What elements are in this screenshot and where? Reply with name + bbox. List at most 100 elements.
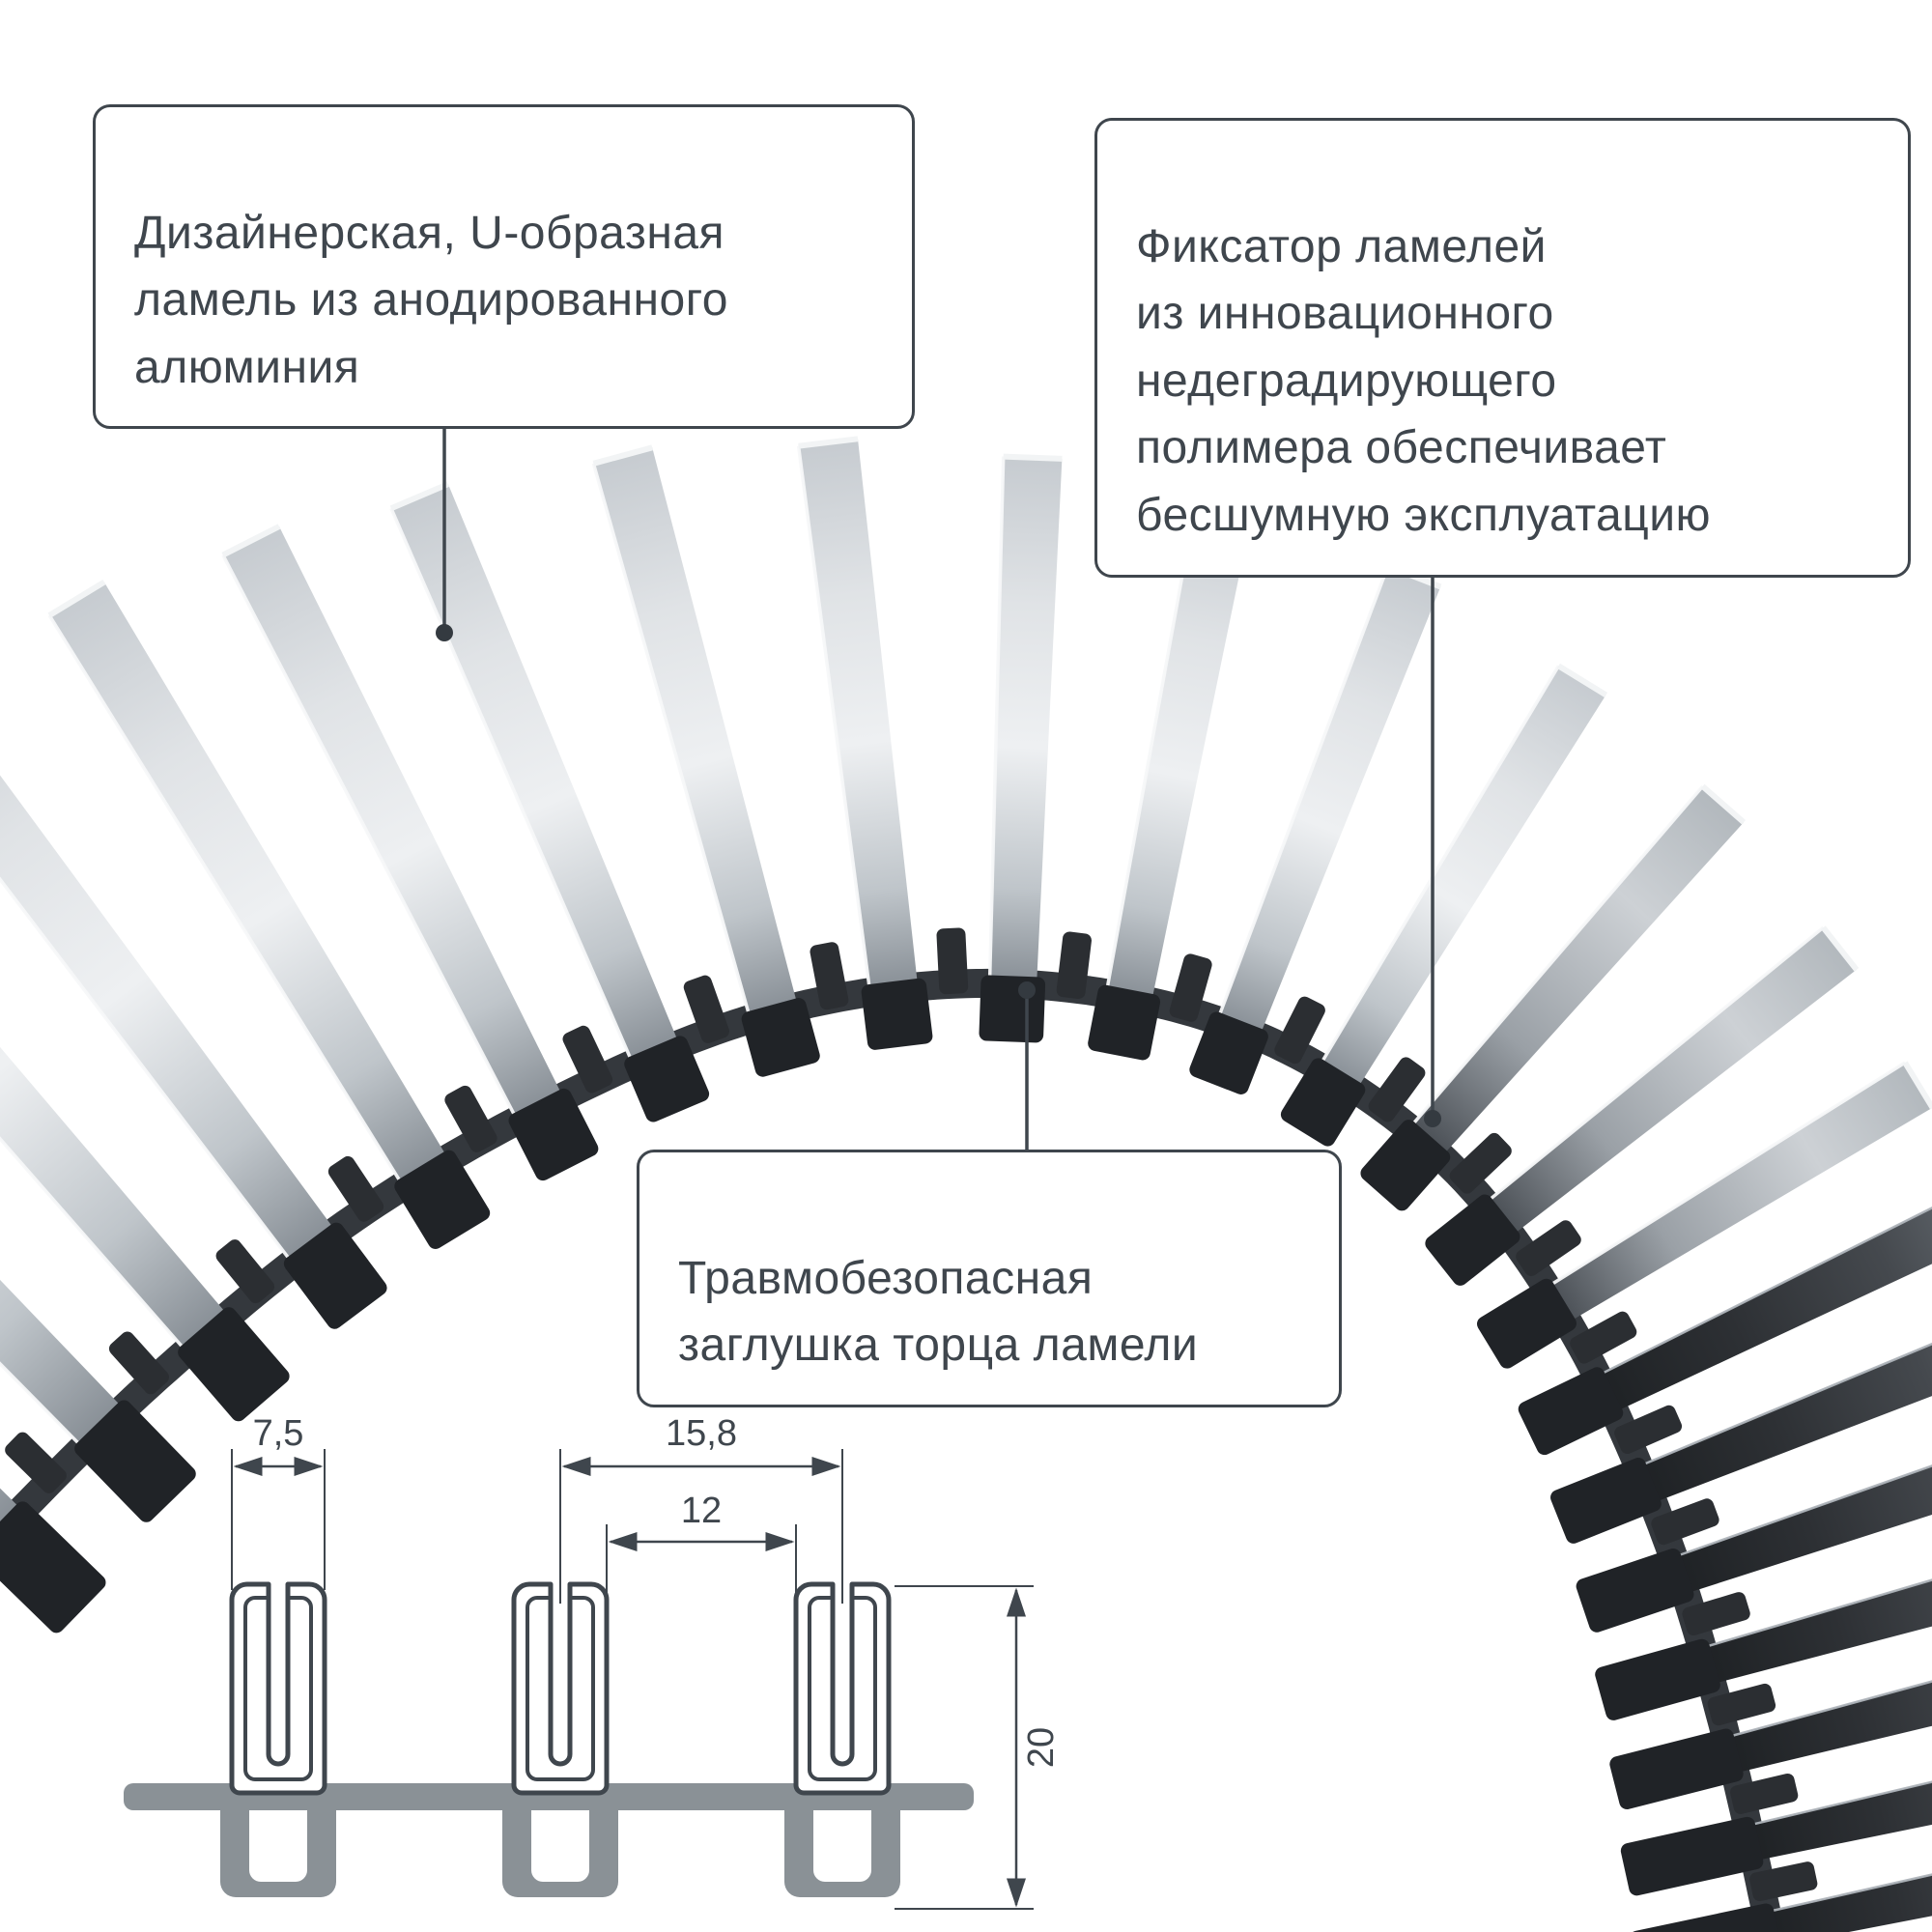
lamella-edge-highlight (1766, 1873, 1932, 1914)
dimension-height-label: 20 (1021, 1727, 1062, 1768)
lamella (1673, 1465, 1932, 1594)
callout-fixator-text: Фиксатор ламелей из инновационного недег… (1136, 220, 1712, 541)
lamella (0, 1279, 124, 1448)
dimension-width-label: 7,5 (253, 1413, 304, 1454)
lamella-top-edge (1700, 783, 1747, 825)
fixator-clip (1730, 1773, 1799, 1814)
fixator-clip (108, 1331, 169, 1395)
leader-dot-lamella (436, 624, 453, 641)
dimension-gap: 12 (606, 1491, 797, 1594)
callout-endcap: Травмобезопасная заглушка торца ламели (637, 1150, 1342, 1407)
dimension-annotations: 7,5 15,8 12 20 (231, 1413, 1062, 1910)
lamella-edge-highlight (1725, 1680, 1932, 1739)
lamella-end-cap (1576, 1548, 1694, 1633)
leader-dot-fixator (1424, 1110, 1441, 1127)
lamella-top-edge (1902, 1061, 1932, 1110)
grille-illustration (0, 436, 1932, 1932)
lamella-edge-highlight (1597, 1206, 1932, 1378)
lamella (1766, 1874, 1932, 1932)
fixator-clip (1651, 1498, 1719, 1546)
fixator-clip (1169, 953, 1212, 1022)
lamella-edge-highlight (389, 507, 635, 1065)
lamella (1217, 566, 1441, 1037)
fixator-clip (1274, 996, 1325, 1065)
lamella-end-cap (1280, 1058, 1366, 1147)
lamella (0, 775, 336, 1264)
lamella (1106, 496, 1254, 1002)
fixator-clip (5, 1432, 67, 1493)
fixator-clip (1614, 1405, 1683, 1455)
fixator-clip (562, 1025, 613, 1094)
dimension-height: 20 (895, 1585, 1062, 1910)
lamella (1702, 1579, 1932, 1685)
dimension-width: 7,5 (231, 1413, 326, 1590)
fixator-clip (1056, 931, 1092, 1000)
section-socket (502, 1793, 618, 1897)
lamella-end-cap (1425, 1194, 1520, 1286)
lamella (989, 456, 1063, 985)
section-socket (784, 1793, 900, 1897)
callout-lamella: Дизайнерская, U-образная ламель из аноди… (93, 104, 915, 430)
lamella-edge-highlight (1747, 1780, 1932, 1828)
section-lamella-profile (511, 1581, 610, 1796)
fixator-clip (810, 942, 849, 1010)
callout-endcap-text: Травмобезопасная заглушка торца ламели (678, 1252, 1199, 1372)
fixator-clip (1707, 1683, 1776, 1726)
lamella-edge-highlight (1484, 925, 1825, 1205)
fixator-clip (1570, 1311, 1637, 1364)
lamella-end-cap (283, 1222, 387, 1329)
lamella-edge-highlight (1407, 784, 1704, 1129)
fixator-clip (215, 1239, 275, 1304)
lamella (1547, 1063, 1932, 1322)
fixator-clip (327, 1155, 384, 1222)
lamella-edge-highlight (0, 1136, 188, 1353)
lamella-top-edge (1556, 663, 1608, 697)
lamella-top-edge (1821, 925, 1860, 972)
lamella-end-cap (624, 1036, 710, 1122)
fixator-clip (444, 1085, 497, 1152)
lamella (1485, 927, 1857, 1236)
lamella-end-cap (741, 998, 820, 1077)
lamella (1726, 1681, 1932, 1774)
lamella-top-edge (592, 444, 653, 467)
dimension-gap-label: 12 (681, 1491, 722, 1531)
lamella-end-cap (1609, 1728, 1744, 1810)
lamella-end-cap (1518, 1367, 1624, 1456)
callout-fixator: Фиксатор ламелей из инновационного недег… (1094, 118, 1911, 578)
lamella (1638, 1344, 1932, 1503)
lamella-end-cap (0, 1501, 106, 1634)
lamella-edge-highlight (1701, 1578, 1932, 1649)
lamella-edge-highlight (1318, 665, 1560, 1067)
lamella-top-edge (389, 481, 450, 511)
fixator-clip (1449, 1132, 1512, 1194)
cross-section-profiles (124, 1581, 974, 1897)
lamella-edge-highlight (47, 614, 405, 1187)
lamella-edge-highlight (1215, 565, 1390, 1021)
lamella-edge-highlight (1637, 1342, 1932, 1468)
section-socket (220, 1793, 336, 1897)
fixator-clip (1749, 1861, 1818, 1902)
fixator-clip (1368, 1057, 1426, 1122)
lamella-edge-highlight (796, 445, 872, 993)
fixator-clip (936, 927, 969, 995)
lamella-edge-highlight (221, 554, 519, 1122)
fixator-clip (1516, 1220, 1581, 1276)
lamella-end-cap (1088, 984, 1161, 1061)
leader-dot-endcap (1018, 981, 1036, 999)
lamella (1597, 1208, 1932, 1412)
lamella (390, 484, 680, 1065)
lamella-end-cap (1629, 1903, 1782, 1932)
lamella-top-edge (221, 524, 281, 558)
section-slot-opening (270, 1593, 286, 1606)
lamella (0, 1046, 229, 1352)
lamella-top-edge (1003, 453, 1063, 462)
lamella-end-cap (1550, 1458, 1662, 1544)
lamella-end-cap (1360, 1120, 1451, 1211)
fixator-clip (683, 975, 729, 1043)
lamella-edge-highlight (0, 876, 295, 1264)
lamella (1747, 1781, 1932, 1861)
lamella-end-cap (1189, 1011, 1268, 1094)
dimension-pitch-label: 15,8 (666, 1413, 737, 1454)
lamella-edge-highlight (987, 456, 1006, 983)
